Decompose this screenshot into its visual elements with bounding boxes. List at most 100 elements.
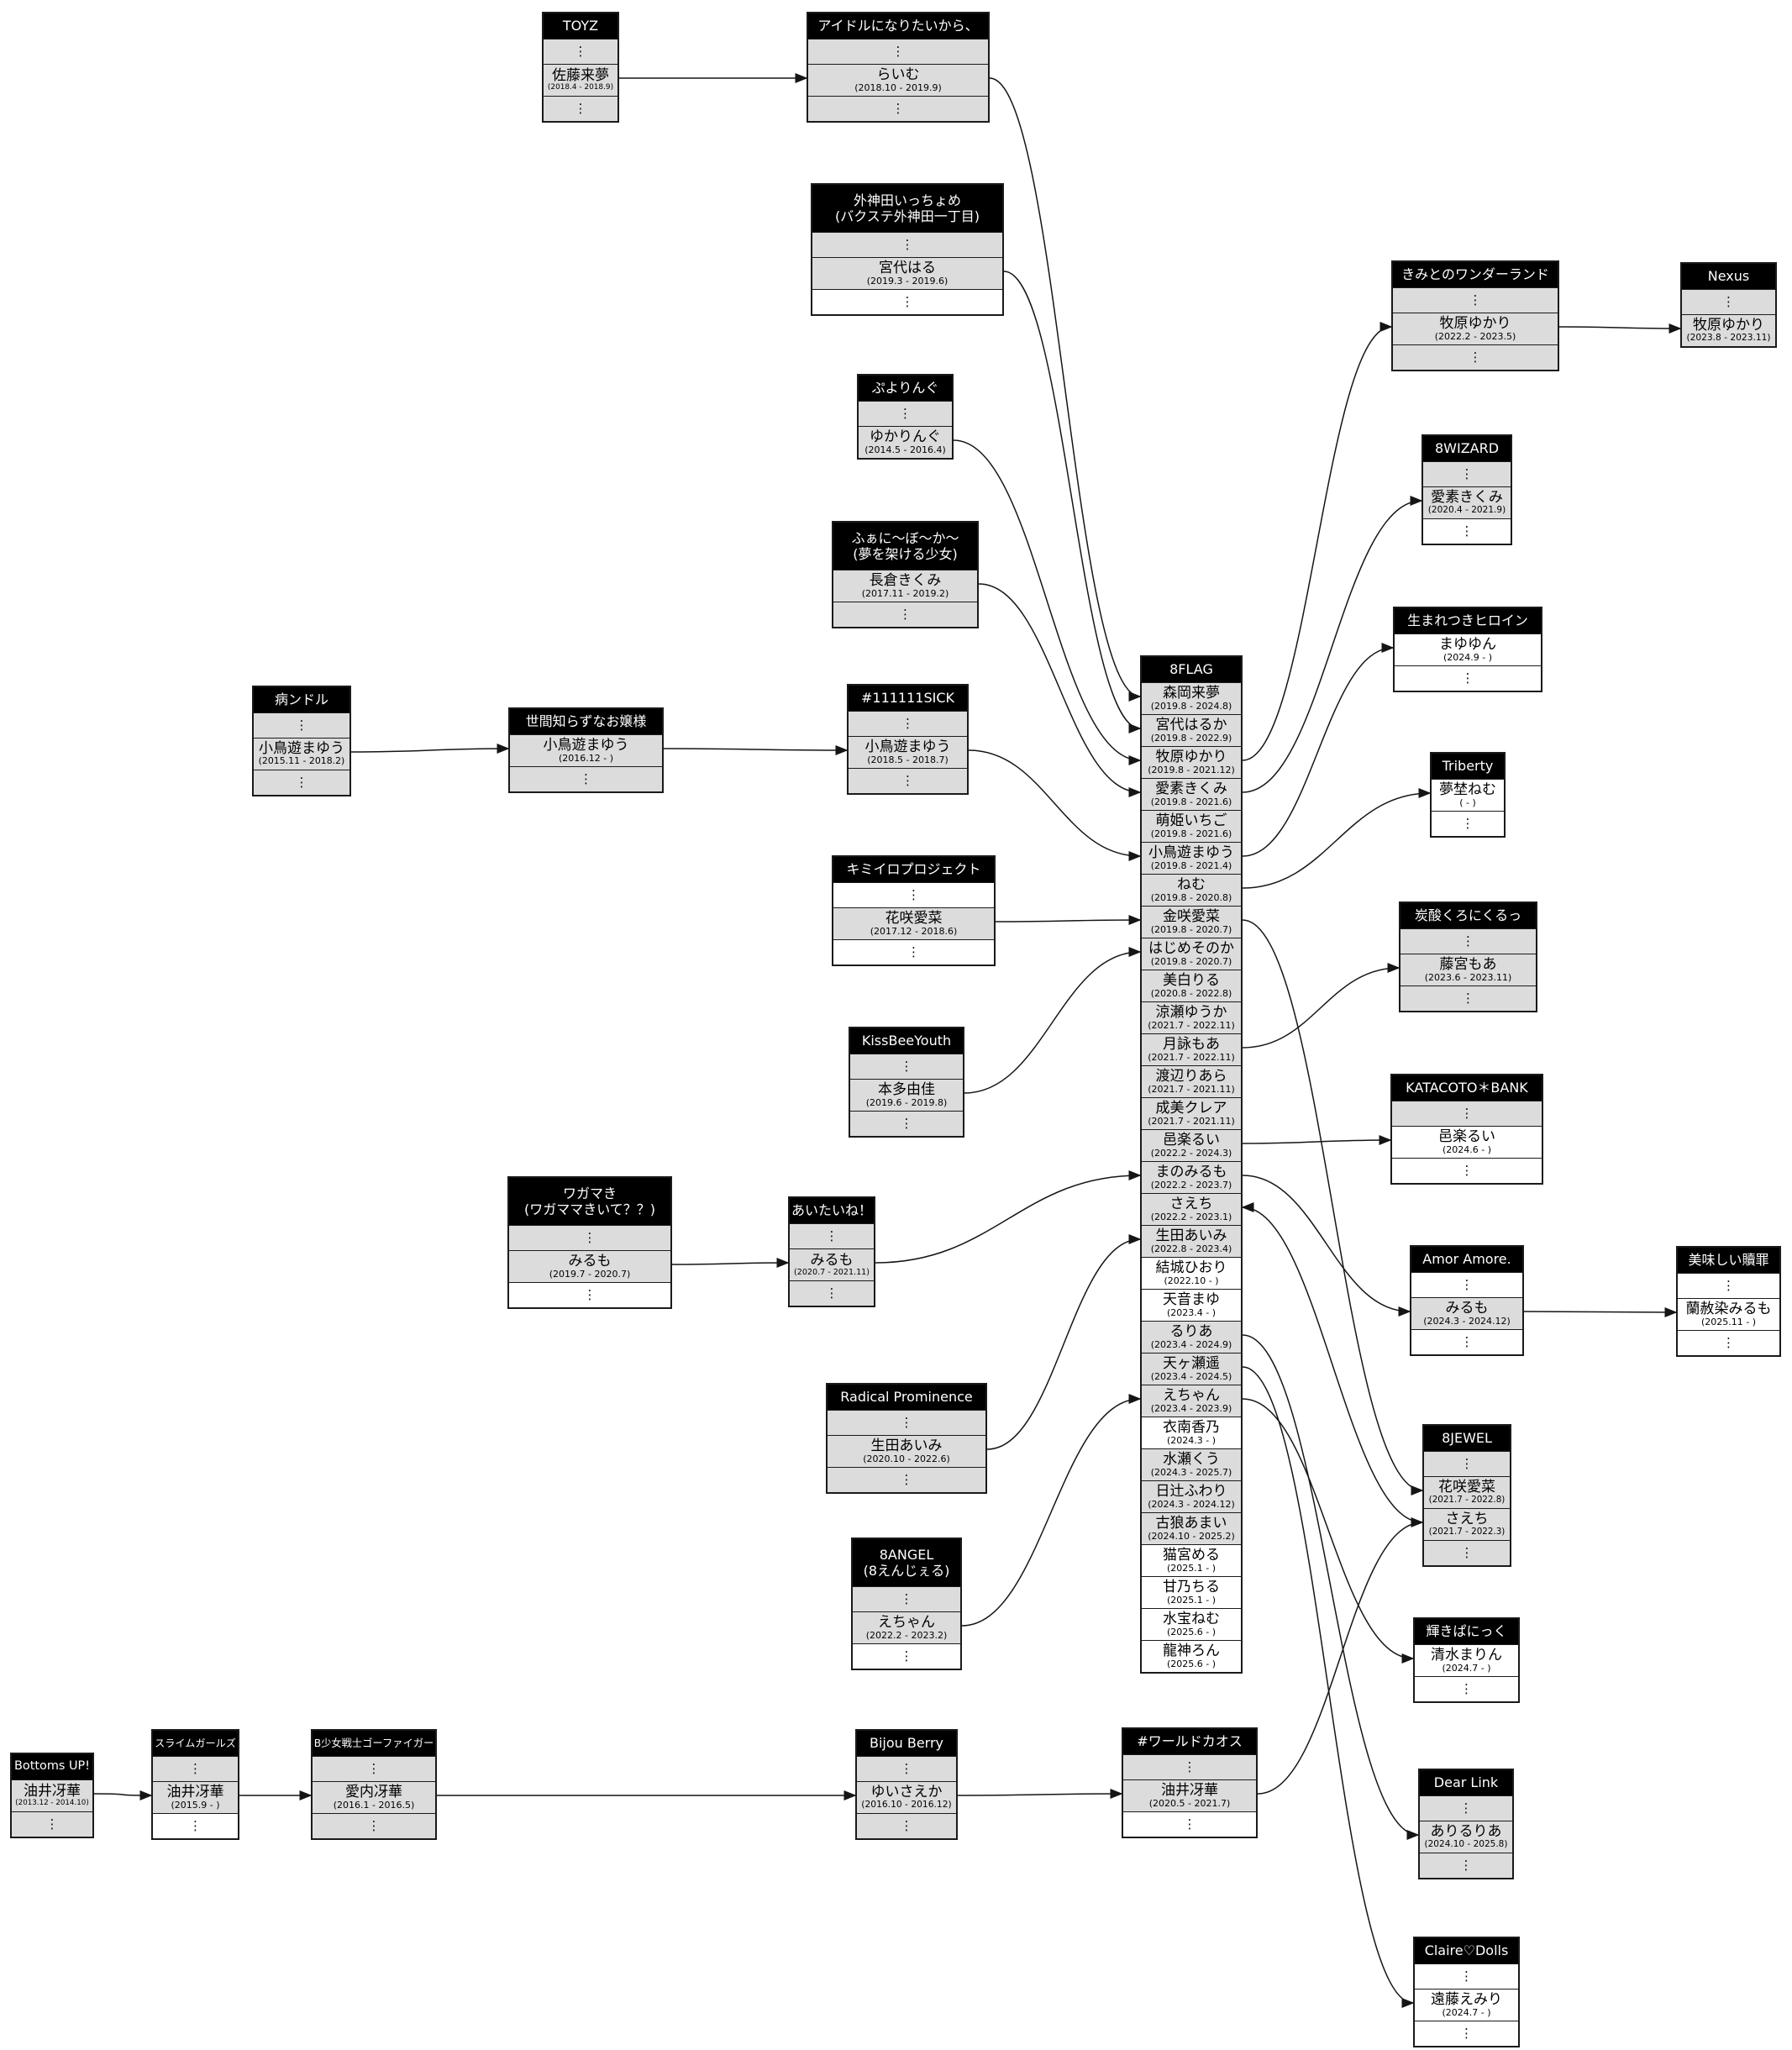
member-dates: (2022.8 - 2023.4) xyxy=(1150,1243,1232,1254)
group-title-line: #111111SICK xyxy=(860,690,955,707)
member-row: 萌姫いちご(2019.8 - 2021.6) xyxy=(1142,810,1241,842)
dots-row: ⋮ xyxy=(1392,1158,1542,1183)
dots-row: ⋮ xyxy=(859,401,952,426)
dots-row: ⋮ xyxy=(790,1223,874,1248)
member-dates: (2022.2 - 2023.7) xyxy=(1150,1179,1232,1191)
member-dates: (2024.3 - 2024.12) xyxy=(1423,1315,1511,1327)
edge-flag8-to-katacoto xyxy=(1242,1135,1392,1146)
edge-idol-to-flag8 xyxy=(989,77,1142,702)
member-row: 水瀬くう(2024.3 - 2025.7) xyxy=(1142,1448,1241,1480)
group-title-line: ワガマき xyxy=(562,1185,617,1201)
group-box-dearlink: Dear Link⋮ありるりあ(2024.10 - 2025.8)⋮ xyxy=(1418,1769,1514,1879)
member-dates: (2024.9 - ) xyxy=(1443,651,1493,663)
dots-row: ⋮ xyxy=(790,1280,874,1306)
vertical-ellipsis-icon: ⋮ xyxy=(901,237,914,252)
member-name: 小鳥遊まゆう xyxy=(259,740,344,758)
group-title: 炭酸くろにくるっ xyxy=(1400,903,1536,928)
group-title: アイドルになりたいから、 xyxy=(808,13,988,39)
vertical-ellipsis-icon: ⋮ xyxy=(367,1761,381,1776)
member-row: まゆゆん(2024.9 - ) xyxy=(1395,633,1541,665)
member-dates: (2020.5 - 2021.7) xyxy=(1148,1797,1231,1809)
vertical-ellipsis-icon: ⋮ xyxy=(900,1591,913,1606)
member-name: 邑楽るい xyxy=(1438,1128,1495,1146)
dots-row: ⋮ xyxy=(509,1225,670,1250)
group-box-toyz: TOYZ⋮佐藤来夢(2018.4 - 2018.9)⋮ xyxy=(542,12,619,123)
member-dates: (2019.8 - 2021.6) xyxy=(1150,828,1232,839)
member-dates: (2025.6 - ) xyxy=(1166,1658,1217,1669)
member-dates: (2023.4 - 2024.9) xyxy=(1150,1338,1232,1350)
member-dates: (2025.6 - ) xyxy=(1166,1626,1217,1637)
member-row: さえち(2021.7 - 2022.3) xyxy=(1424,1508,1510,1540)
dots-row: ⋮ xyxy=(828,1467,985,1492)
vertical-ellipsis-icon: ⋮ xyxy=(1183,1759,1196,1774)
member-name: 油井冴華 xyxy=(1161,1782,1218,1800)
group-title-line: 炭酸くろにくるっ xyxy=(1414,907,1522,924)
group-title-line: キミイロプロジェクト xyxy=(846,861,981,878)
member-row: ゆかりんぐ(2014.5 - 2016.4) xyxy=(859,426,952,458)
member-row: 愛内冴華(2016.1 - 2016.5) xyxy=(313,1781,435,1813)
vertical-ellipsis-icon: ⋮ xyxy=(1462,933,1474,949)
edge-yandol-to-seken xyxy=(350,744,510,754)
member-row: 森岡来夢(2019.8 - 2024.8) xyxy=(1142,682,1241,714)
member-name: 結城ひおり xyxy=(1155,1259,1227,1277)
vertical-ellipsis-icon: ⋮ xyxy=(583,1287,596,1302)
edge-flag8-to-amor xyxy=(1242,1175,1411,1317)
dots-row: ⋮ xyxy=(857,1813,956,1838)
group-title: 8WIZARD xyxy=(1423,436,1511,461)
group-box-jewel8: 8JEWEL⋮花咲愛菜(2021.7 - 2022.8)さえち(2021.7 -… xyxy=(1422,1424,1511,1567)
vertical-ellipsis-icon: ⋮ xyxy=(295,775,308,790)
group-title: #ワールドカオス xyxy=(1123,1729,1256,1754)
group-title: スライムガールズ xyxy=(153,1731,238,1756)
vertical-ellipsis-icon: ⋮ xyxy=(1469,292,1482,308)
dots-row: ⋮ xyxy=(1415,2021,1518,2046)
group-title-line: アイドルになりたいから、 xyxy=(817,18,979,34)
member-dates: (2023.6 - 2023.11) xyxy=(1424,971,1512,983)
member-dates: (2019.8 - 2021.12) xyxy=(1148,764,1235,775)
dots-row: ⋮ xyxy=(1415,1963,1518,1989)
dots-row: ⋮ xyxy=(853,1643,960,1669)
member-dates: (2024.7 - ) xyxy=(1442,1662,1491,1674)
edge-flag8-to-kimiwan xyxy=(1242,322,1393,761)
dots-row: ⋮ xyxy=(1411,1329,1522,1354)
group-box-kissbee: KissBeeYouth⋮本多由佳(2019.6 - 2019.8)⋮ xyxy=(849,1027,964,1138)
group-title-line: B少女戦士ゴーファイガー xyxy=(313,1737,434,1749)
member-row: 龍神ろん(2025.6 - ) xyxy=(1142,1640,1241,1672)
dots-row: ⋮ xyxy=(1423,518,1511,544)
dots-row: ⋮ xyxy=(1424,1540,1510,1565)
group-box-seken: 世間知らずなお嬢様小鳥遊まゆう(2016.12 - )⋮ xyxy=(508,707,664,793)
member-dates: (2025.1 - ) xyxy=(1166,1562,1217,1574)
member-row: 渡辺りあら(2021.7 - 2021.11) xyxy=(1142,1065,1241,1097)
dots-row: ⋮ xyxy=(833,939,994,965)
vertical-ellipsis-icon: ⋮ xyxy=(1461,670,1474,686)
member-row: みるも(2024.3 - 2024.12) xyxy=(1411,1297,1522,1329)
member-name: 月詠もあ xyxy=(1163,1036,1220,1054)
group-box-wagamaki: ワガマき(ワガママきいて？？)⋮みるも(2019.7 - 2020.7)⋮ xyxy=(507,1176,672,1309)
vertical-ellipsis-icon: ⋮ xyxy=(900,1415,913,1430)
dots-row: ⋮ xyxy=(1123,1754,1256,1779)
group-box-katacoto: KATACOTO＊BANK⋮邑楽るい(2024.6 - )⋮ xyxy=(1390,1074,1543,1185)
member-dates: (2018.5 - 2018.7) xyxy=(867,754,949,765)
member-name: 愛素きくみ xyxy=(1155,781,1227,798)
member-dates: (2024.3 - 2024.12) xyxy=(1148,1498,1235,1510)
member-name: らいむ xyxy=(876,66,920,84)
group-title: #111111SICK xyxy=(849,686,967,711)
group-title: ぷよりんぐ xyxy=(859,376,952,401)
dots-row: ⋮ xyxy=(509,1282,670,1307)
dots-row: ⋮ xyxy=(1423,461,1511,486)
member-name: 猫宮める xyxy=(1163,1547,1220,1564)
member-row: 清水まりん(2024.7 - ) xyxy=(1415,1644,1518,1676)
member-dates: (2020.10 - 2022.6) xyxy=(863,1453,950,1464)
group-box-aitaine: あいたいね！⋮みるも(2020.7 - 2021.11)⋮ xyxy=(788,1196,875,1307)
vertical-ellipsis-icon: ⋮ xyxy=(900,1818,913,1833)
group-title: B少女戦士ゴーファイガー xyxy=(313,1731,435,1756)
dots-row: ⋮ xyxy=(849,711,967,736)
vertical-ellipsis-icon: ⋮ xyxy=(1460,2026,1473,2041)
member-name: みるも xyxy=(568,1253,612,1270)
member-row: ゆいさえか(2016.10 - 2016.12) xyxy=(857,1781,956,1813)
vertical-ellipsis-icon: ⋮ xyxy=(580,771,592,786)
member-dates: (2015.11 - 2018.2) xyxy=(258,754,345,766)
vertical-ellipsis-icon: ⋮ xyxy=(900,1116,913,1131)
vertical-ellipsis-icon: ⋮ xyxy=(900,1472,913,1487)
